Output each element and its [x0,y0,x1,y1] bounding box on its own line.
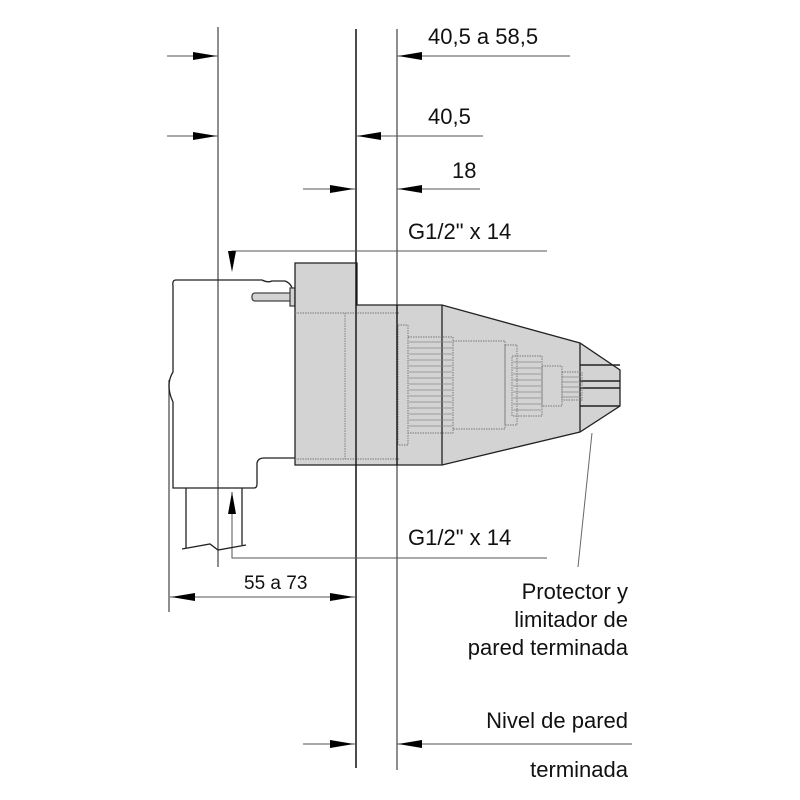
thread-bottom-label: G1/2" x 14 [408,525,512,550]
wall-lines [355,263,398,465]
dimension-arrows [167,52,632,748]
cartridge-ribs [409,341,581,427]
internal-cartridge [295,312,583,460]
wall-level-line1: Nivel de pared [486,708,628,733]
protector-line2: limitador de [514,607,628,632]
wall-level-line2: terminada [530,757,628,782]
dim-depth-range: 55 a 73 [244,573,308,594]
protector-line1: Protector y [521,579,628,604]
dim-wall-gap: 18 [452,158,477,183]
thread-top-label: G1/2" x 14 [408,219,512,244]
dim-mid: 40,5 [428,104,471,129]
valve-housing [168,279,296,551]
valve-body [294,262,621,466]
protector-line3: pared terminada [467,635,628,660]
dim-top-range: 40,5 a 58,5 [428,24,539,49]
